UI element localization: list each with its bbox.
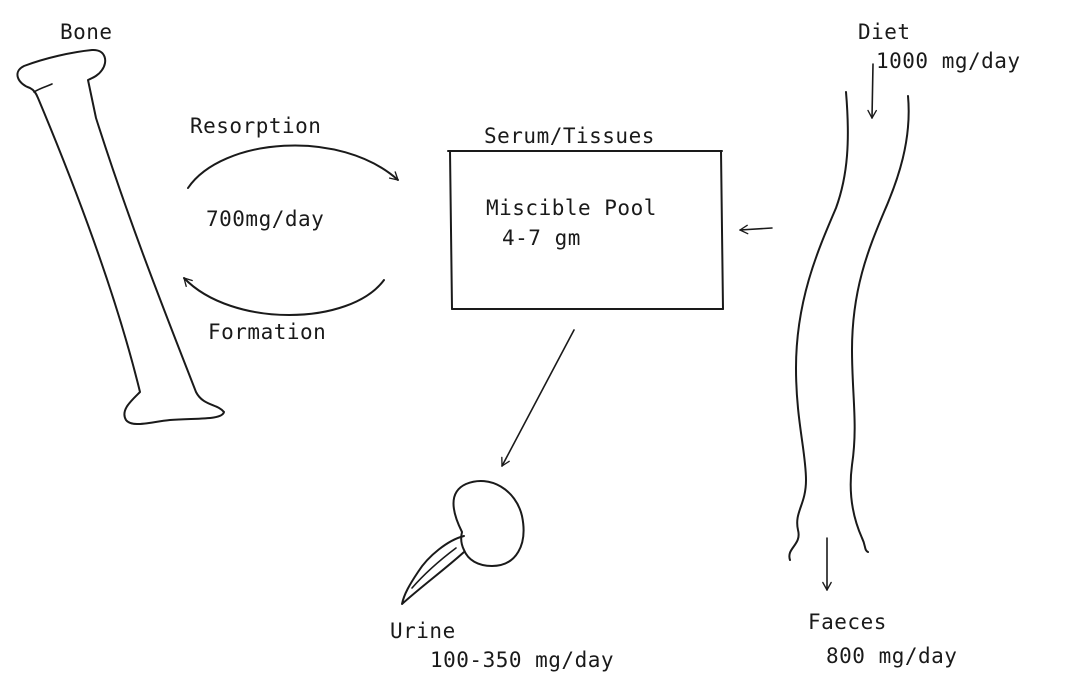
faeces-label: Faeces: [808, 610, 887, 634]
pool-header: Serum/Tissues: [484, 124, 655, 148]
resorption-label: Resorption: [190, 114, 321, 138]
absorption-arrow: [740, 228, 772, 230]
urine-amount: 100-350 mg/day: [430, 648, 614, 672]
formation-arrow: [184, 278, 384, 315]
resorption-arrow: [188, 145, 398, 188]
diet-intake-arrow: [872, 64, 873, 118]
intestine-illustration: [789, 92, 908, 560]
exchange-rate: 700mg/day: [206, 207, 324, 231]
kidney-illustration: [402, 481, 524, 604]
pool-name: Miscible Pool: [486, 196, 657, 220]
diet-label: Diet: [858, 20, 911, 44]
bone-label: Bone: [60, 20, 113, 44]
urine-label: Urine: [390, 619, 456, 643]
bone-illustration: [17, 50, 224, 424]
faeces-amount: 800 mg/day: [826, 644, 957, 668]
pool-size: 4-7 gm: [502, 226, 581, 250]
urinary-excretion-arrow: [502, 330, 574, 466]
miscible-pool-box: [448, 151, 723, 309]
formation-label: Formation: [208, 320, 326, 344]
diet-amount: 1000 mg/day: [876, 49, 1021, 73]
